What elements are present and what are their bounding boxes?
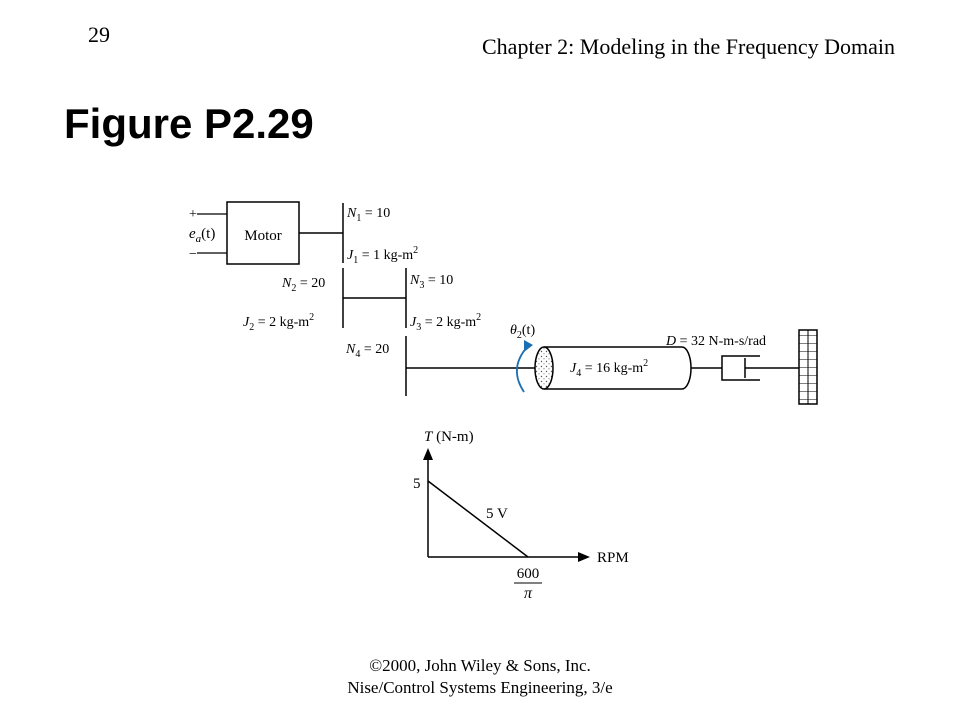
label-n4: N4 = 20	[345, 342, 389, 360]
footer-book-title: Nise/Control Systems Engineering, 3/e	[347, 678, 613, 697]
input-voltage-label: ea(t)	[189, 226, 215, 245]
label-n2: N2 = 20	[281, 276, 325, 294]
input-minus-sign: −	[189, 247, 197, 262]
chart-x-tick-numerator: 600	[517, 566, 540, 582]
label-damper: D = 32 N-m-s/rad	[665, 334, 766, 349]
chart-x-tick-denominator: π	[524, 585, 533, 602]
label-j1: J1 = 1 kg-m2	[347, 245, 418, 266]
chart-series-label: 5 V	[486, 506, 508, 522]
chapter-title: Chapter 2: Modeling in the Frequency Dom…	[482, 34, 896, 59]
footer-copyright: ©2000, John Wiley & Sons, Inc.	[369, 656, 591, 675]
theta2-rotation-arrow	[516, 345, 529, 393]
damper-cup	[721, 355, 760, 381]
motor-label: Motor	[244, 228, 282, 244]
label-n1: N1 = 10	[346, 206, 390, 224]
chart-x-arrowhead	[578, 552, 590, 562]
theta2-arrowhead	[524, 340, 533, 352]
chart-x-label: RPM	[597, 550, 629, 566]
footer: ©2000, John Wiley & Sons, Inc. Nise/Cont…	[0, 655, 960, 699]
label-j4: J4 = 16 kg-m2	[570, 358, 648, 379]
figure-title: Figure P2.29	[64, 100, 314, 147]
fixed-wall	[798, 329, 818, 405]
label-j2: J2 = 2 kg-m2	[243, 312, 314, 333]
torque-speed-chart: T (N-m) RPM 5 600 π 5 V	[413, 429, 629, 602]
label-n3: N3 = 10	[409, 273, 453, 291]
label-j3: J3 = 2 kg-m2	[410, 312, 481, 333]
chart-y-tick-label: 5	[413, 476, 421, 492]
page-number: 29	[88, 22, 110, 47]
input-plus-sign: +	[189, 207, 197, 222]
label-theta2: θ2(t)	[510, 323, 535, 341]
torque-speed-line	[427, 480, 529, 558]
chart-y-label: T (N-m)	[424, 429, 474, 445]
inertia-j4-face	[534, 346, 554, 390]
motor-box	[226, 201, 300, 265]
chart-y-arrowhead	[423, 448, 433, 460]
